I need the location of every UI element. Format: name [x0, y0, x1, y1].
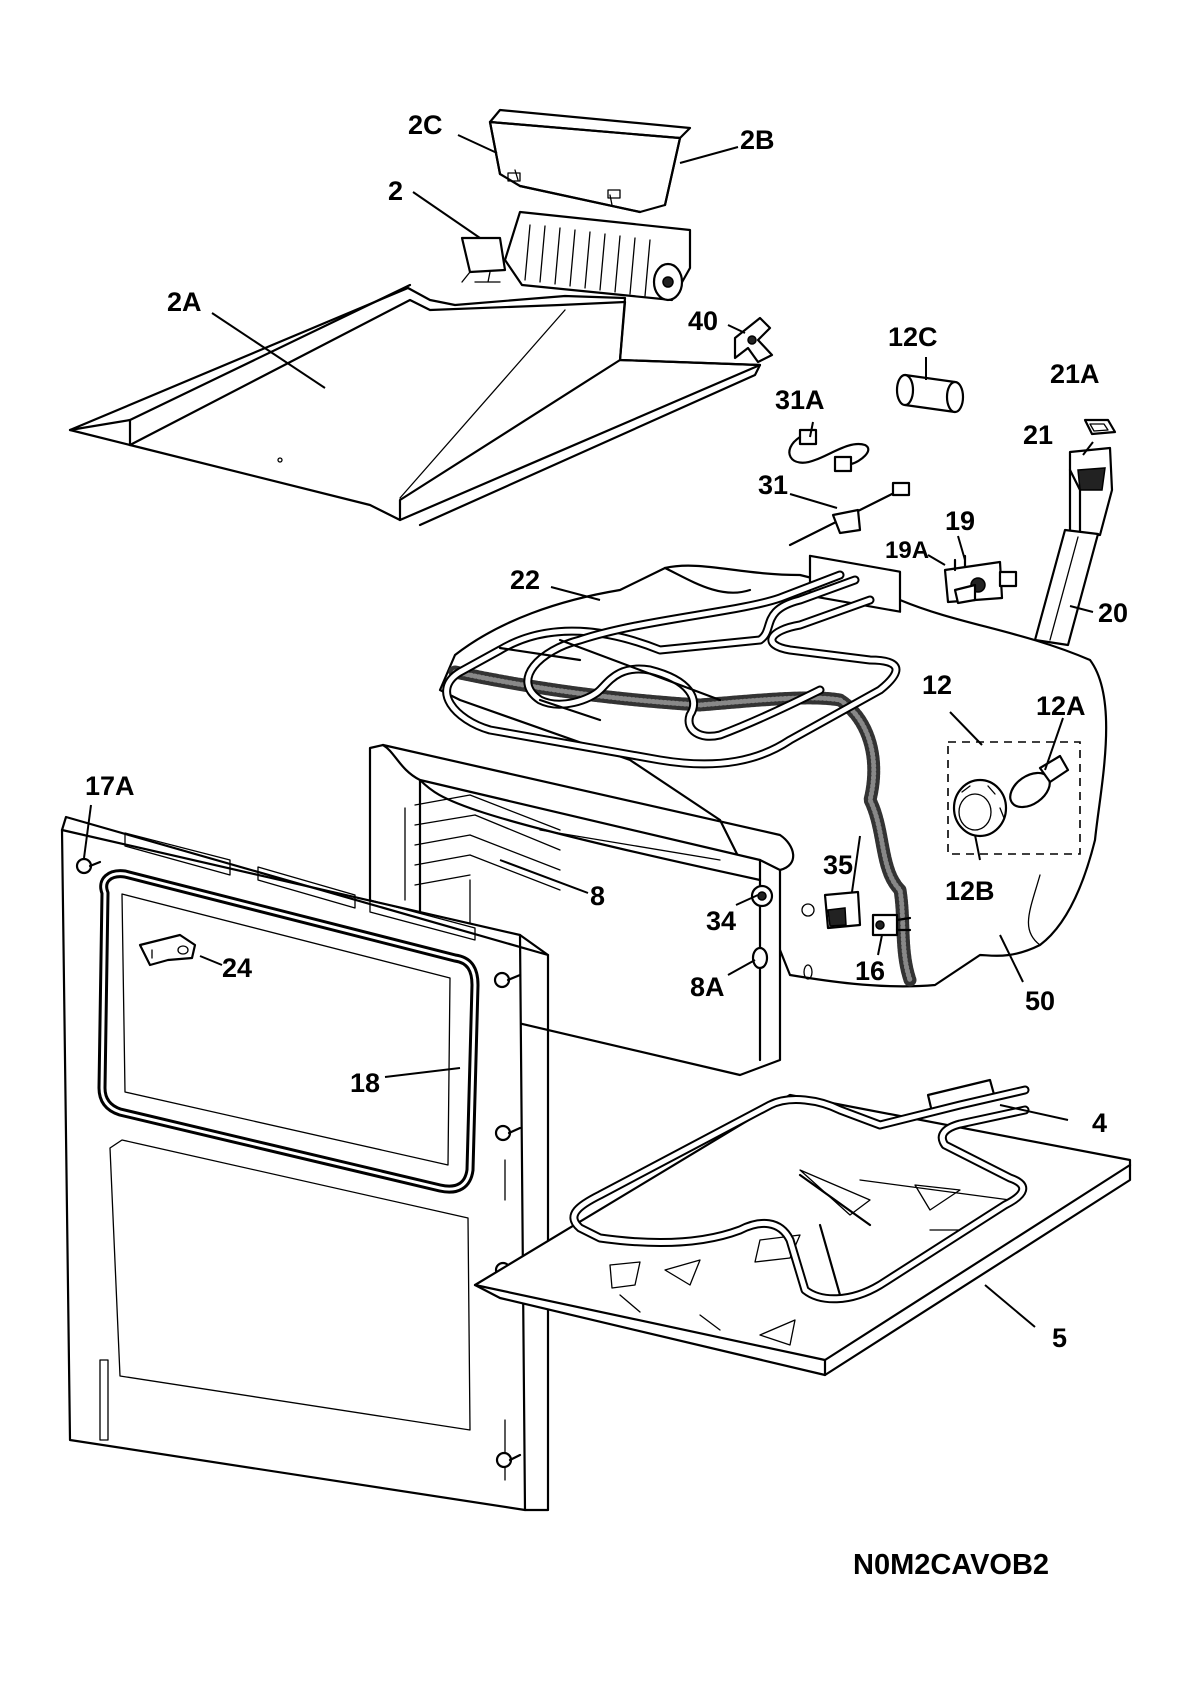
diagram-code: N0M2CAVOB2	[853, 1549, 1049, 1581]
part-31a-connector-cable	[788, 428, 870, 473]
part-12b-lamp-holder	[952, 778, 1008, 838]
label-22: 22	[510, 565, 540, 595]
label-34: 34	[706, 906, 736, 936]
label-16: 16	[855, 956, 885, 986]
part-34-grommet	[750, 884, 774, 908]
part-22-grill-element	[442, 554, 902, 769]
part-21-switch-body	[1068, 446, 1114, 537]
leader-lines	[83, 134, 1094, 1328]
part-18-door-seal	[97, 869, 480, 1194]
part-5-base-panel	[473, 1093, 1132, 1377]
label-12: 12	[922, 670, 952, 700]
part-24-door-hinge-bracket	[138, 933, 197, 967]
part-12a-lamp-bulb	[1009, 754, 1070, 809]
label-35: 35	[823, 850, 853, 880]
label-4: 4	[1092, 1108, 1107, 1138]
label-17a: 17A	[85, 771, 135, 801]
label-20: 20	[1098, 598, 1128, 628]
label-2: 2	[388, 176, 403, 206]
part-35-connector-block	[823, 890, 862, 930]
part-17a-door-screw	[75, 857, 102, 875]
part-door-panel	[60, 815, 550, 1512]
label-19a: 19A	[885, 537, 929, 564]
label-21: 21	[1023, 420, 1053, 450]
label-31a: 31A	[775, 385, 825, 415]
part-31-sensor-probe	[788, 481, 911, 547]
label-2a: 2A	[167, 287, 202, 317]
part-labels: 2C 2B 2 2A 40 12C 21A 31A 21 31 19 19A 2…	[85, 110, 1128, 1581]
label-50: 50	[1025, 986, 1055, 1016]
part-2c-2b-fan-cover	[488, 108, 692, 214]
label-18: 18	[350, 1068, 380, 1098]
label-12a: 12A	[1036, 691, 1086, 721]
part-12-lamp-assembly	[947, 741, 1081, 855]
label-12b: 12B	[945, 876, 995, 906]
label-8a: 8A	[690, 972, 725, 1002]
label-24: 24	[222, 953, 252, 983]
part-50-insulation-blanket	[438, 564, 1108, 988]
part-12c-lamp-cover	[895, 373, 965, 414]
door-screws	[493, 971, 522, 1469]
label-19: 19	[945, 506, 975, 536]
label-8: 8	[590, 881, 605, 911]
cavity-hole-lower	[803, 964, 813, 980]
label-21a: 21A	[1050, 359, 1100, 389]
label-40: 40	[688, 306, 718, 336]
label-2c: 2C	[408, 110, 443, 140]
label-2b: 2B	[740, 125, 775, 155]
part-19-thermostat	[943, 554, 1018, 605]
part-20-switch-rod	[1033, 528, 1100, 647]
cavity-hole	[801, 903, 815, 917]
part-16-lamp-socket	[871, 913, 912, 937]
label-31: 31	[758, 470, 788, 500]
part-8a-fixing	[751, 946, 769, 970]
label-5: 5	[1052, 1323, 1067, 1353]
part-2a-fan-shroud	[68, 283, 762, 527]
label-12c: 12C	[888, 322, 938, 352]
part-40-fan-blade	[733, 316, 774, 364]
part-2-fan-motor	[460, 210, 692, 302]
part-4-base-element	[569, 1078, 1030, 1304]
part-21a-gasket	[1083, 418, 1117, 436]
